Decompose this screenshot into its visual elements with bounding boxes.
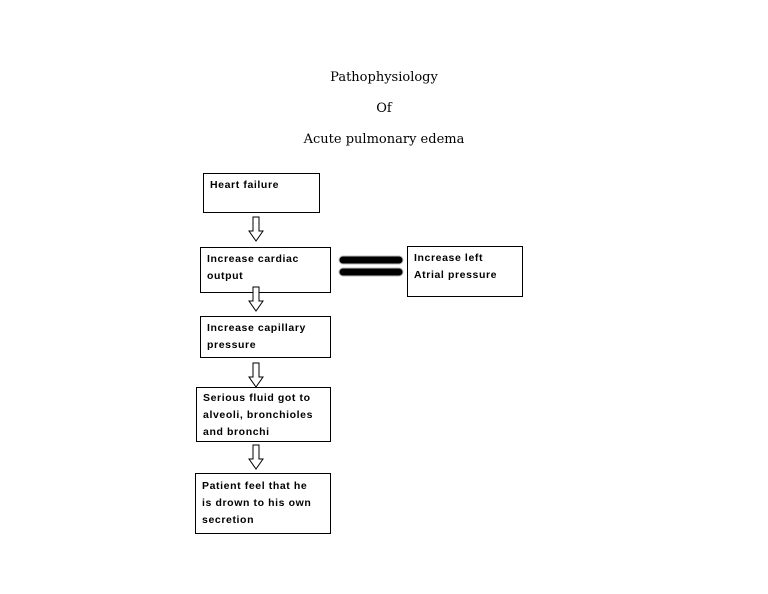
box-capillary-pressure-line: Increase capillary — [207, 322, 306, 334]
box-patient-feel: Patient feel that he is drown to his own… — [195, 473, 331, 534]
box-capillary-pressure-line: pressure — [207, 339, 257, 351]
box-capillary-pressure: Increase capillary pressure — [200, 316, 331, 358]
box-patient-feel-line: is drown to his own — [202, 497, 312, 509]
box-patient-feel-line: secretion — [202, 514, 255, 526]
box-serious-fluid-line: alveoli, bronchioles — [203, 409, 314, 421]
down-arrow-icon — [248, 216, 264, 242]
down-arrow-icon — [248, 286, 264, 312]
equals-connector-icon — [338, 255, 404, 277]
box-atrial-pressure: Increase left Atrial pressure — [407, 246, 523, 297]
box-serious-fluid-line: and bronchi — [203, 426, 270, 438]
box-heart-failure: Heart failure — [203, 173, 320, 213]
box-atrial-pressure-line: Atrial pressure — [414, 269, 498, 281]
box-cardiac-output-line: Increase cardiac — [207, 253, 299, 265]
title-line-1: Pathophysiology — [330, 70, 438, 85]
down-arrow-icon — [248, 444, 264, 470]
title-line-3: Acute pulmonary edema — [303, 132, 465, 147]
title-line-2: Of — [376, 101, 392, 116]
box-cardiac-output-line: output — [207, 270, 244, 282]
box-heart-failure-line: Heart failure — [210, 179, 280, 191]
box-cardiac-output: Increase cardiac output — [200, 247, 331, 293]
down-arrow-icon — [248, 362, 264, 388]
box-patient-feel-line: Patient feel that he — [202, 480, 308, 492]
box-atrial-pressure-line: Increase left — [414, 252, 484, 264]
box-serious-fluid: Serious fluid got to alveoli, bronchiole… — [196, 387, 331, 442]
box-serious-fluid-line: Serious fluid got to — [203, 392, 311, 404]
